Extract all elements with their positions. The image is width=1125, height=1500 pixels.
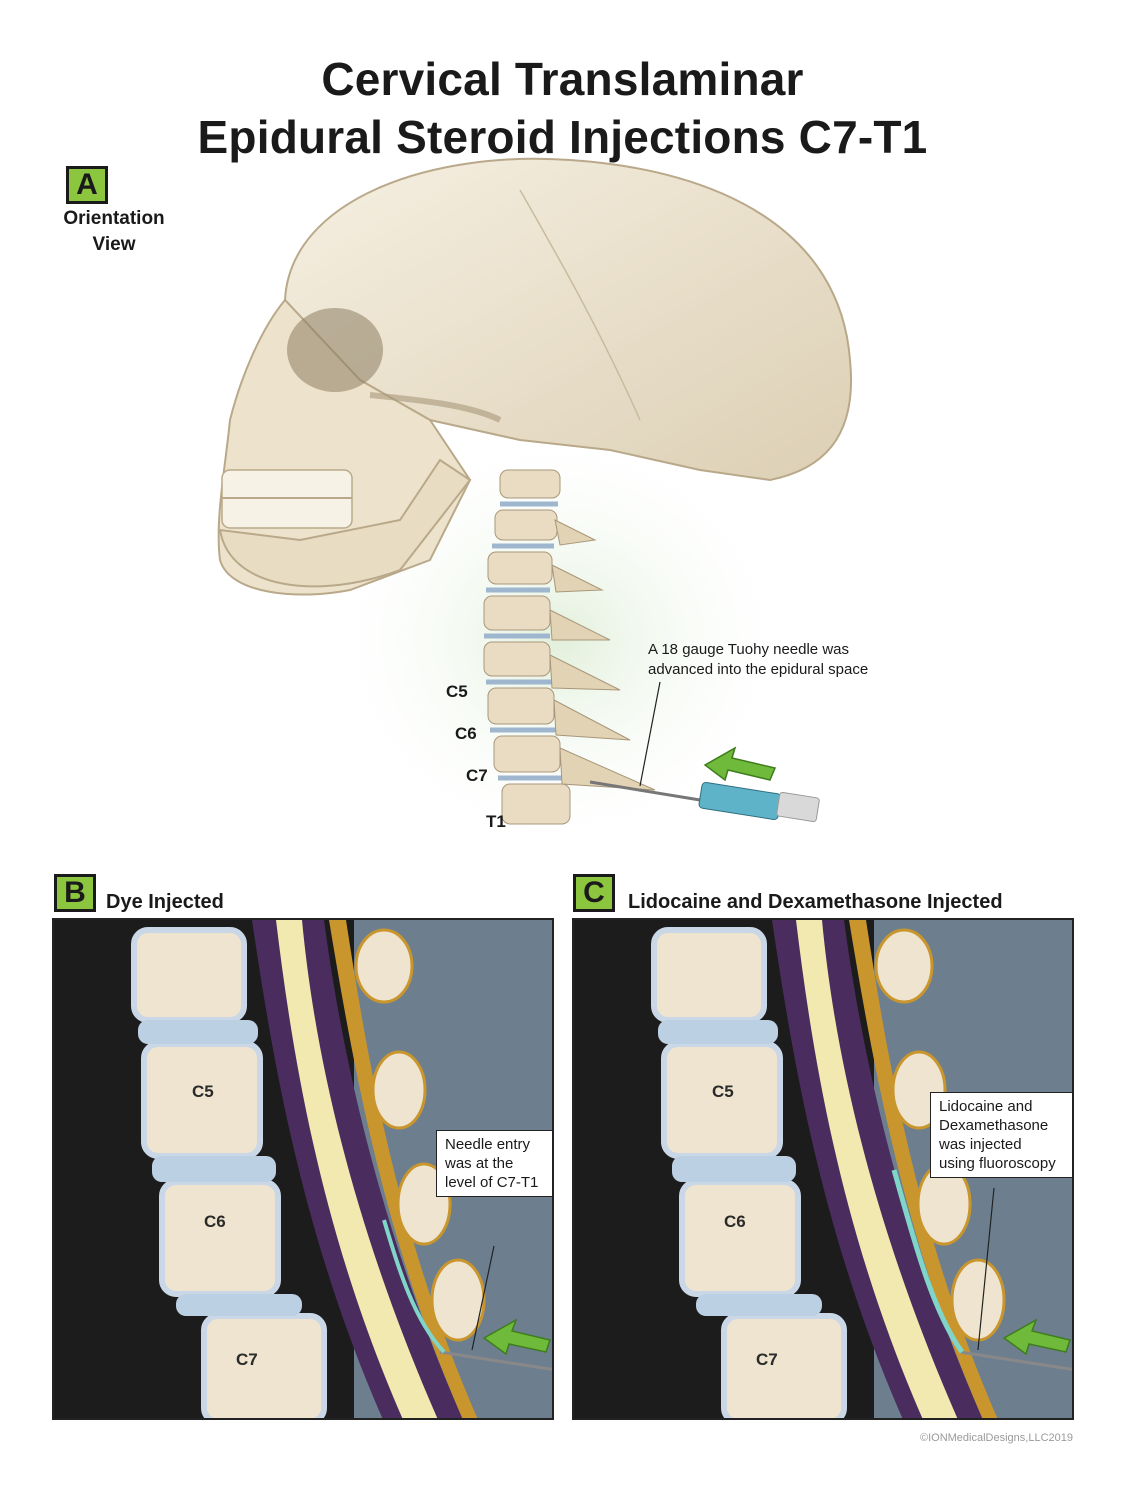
needle-callout: A 18 gauge Tuohy needle was advanced int… bbox=[648, 640, 948, 680]
label-c5: C5 bbox=[446, 682, 468, 701]
label-c5: C5 bbox=[192, 1082, 214, 1101]
panel-c-badge: C bbox=[573, 874, 615, 912]
orientation-view-label: Orientation View bbox=[44, 206, 184, 258]
panel-b-badge: B bbox=[54, 874, 96, 912]
callout-line-1: A 18 gauge Tuohy needle was bbox=[648, 641, 849, 658]
label-c6: C6 bbox=[204, 1212, 226, 1231]
label-c5: C5 bbox=[712, 1082, 734, 1101]
label-c7: C7 bbox=[466, 766, 488, 785]
label-c7: C7 bbox=[236, 1350, 258, 1369]
orientation-line-2: View bbox=[92, 234, 136, 255]
callout-leader-line bbox=[639, 681, 661, 787]
label-c7: C7 bbox=[756, 1350, 778, 1369]
tuohy-needle bbox=[589, 780, 820, 823]
callout-line-2: advanced into the epidural space bbox=[648, 661, 869, 678]
lidocaine-callout: Lidocaine and Dexamethasone was injected… bbox=[930, 1092, 1072, 1178]
callout-line-1: Lidocaine and bbox=[939, 1098, 1033, 1115]
arrow-icon bbox=[1002, 1318, 1071, 1356]
copyright-notice: ©IONMedicalDesigns,LLC2019 bbox=[919, 1432, 1073, 1444]
cervical-spine bbox=[483, 469, 656, 825]
panel-a-badge: A bbox=[66, 166, 108, 204]
panel-b-title: Dye Injected bbox=[106, 891, 224, 913]
label-c6: C6 bbox=[724, 1212, 746, 1231]
callout-leader-line bbox=[977, 1187, 995, 1351]
panel-c-title: Lidocaine and Dexamethasone Injected bbox=[628, 891, 1003, 913]
panel-c-image: C5 C6 C7 Lidocaine and Dexamethasone was… bbox=[572, 918, 1074, 1420]
arrow-icon bbox=[482, 1318, 551, 1356]
callout-line-2: Dexamethasone bbox=[939, 1117, 1049, 1134]
label-c6: C6 bbox=[455, 724, 477, 743]
arrow-icon bbox=[703, 746, 777, 782]
title-line-1: Cervical Translaminar bbox=[321, 53, 804, 105]
callout-line-3: level of C7-T1 bbox=[445, 1174, 539, 1191]
sagittal-section-b bbox=[54, 920, 552, 1418]
skull-illustration bbox=[217, 157, 853, 860]
orientation-line-1: Orientation bbox=[63, 208, 165, 229]
callout-line-4: using fluoroscopy bbox=[939, 1155, 1056, 1172]
panel-b-image: C5 C6 C7 Needle entry was at the level o… bbox=[52, 918, 554, 1420]
label-t1: T1 bbox=[486, 812, 506, 831]
callout-leader-line bbox=[471, 1245, 495, 1351]
needle-entry-callout: Needle entry was at the level of C7-T1 bbox=[436, 1130, 552, 1197]
callout-line-3: was injected bbox=[939, 1136, 1022, 1153]
callout-line-1: Needle entry bbox=[445, 1136, 531, 1153]
title-line-2: Epidural Steroid Injections C7-T1 bbox=[197, 111, 928, 163]
page-title: Cervical Translaminar Epidural Steroid I… bbox=[0, 50, 1125, 166]
callout-line-2: was at the bbox=[445, 1155, 514, 1172]
